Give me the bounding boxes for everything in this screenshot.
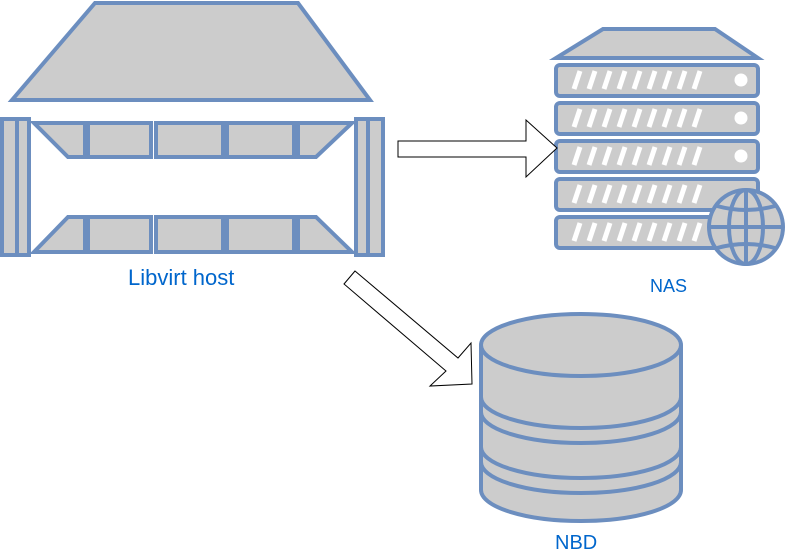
- globe-icon: [707, 188, 785, 266]
- db-top: [479, 312, 683, 378]
- host-right-post: [366, 117, 385, 257]
- nas-top-cap: [548, 27, 765, 60]
- nas-server-icon: [548, 27, 785, 266]
- arrow-libvirt-to-nas: [397, 118, 558, 179]
- db-band-2: [479, 411, 683, 445]
- nas-unit-1: [554, 63, 760, 98]
- host-top-bay-2: [154, 121, 225, 159]
- host-top-bay-right: [296, 121, 358, 159]
- host-bottom-bay-right: [296, 215, 357, 254]
- host-bottom-bay-3: [225, 215, 296, 254]
- db-band-3: [479, 446, 683, 480]
- host-bottom-bay-1: [86, 215, 153, 254]
- host-left-inner-post: [15, 117, 31, 257]
- db-band-1: [479, 396, 683, 430]
- db-body: [479, 345, 683, 523]
- libvirt-host-icon: [0, 0, 385, 257]
- arrow-libvirt-to-nbd: [343, 270, 473, 387]
- host-bottom-bay-left: [29, 215, 87, 254]
- host-top-bay-left: [29, 121, 87, 159]
- host-roof: [7, 0, 374, 102]
- db-band-4: [479, 461, 683, 495]
- nbd-label: NBD: [555, 532, 598, 554]
- host-top-bay-3: [225, 121, 296, 159]
- nas-unit-3: [554, 139, 760, 174]
- host-bottom-bay-2: [154, 215, 225, 254]
- libvirt-host-label: Libvirt host: [128, 265, 235, 290]
- nbd-database-icon: [479, 312, 683, 523]
- host-top-bay-1: [86, 121, 153, 159]
- nas-label: NAS: [650, 276, 688, 296]
- nas-unit-2: [554, 101, 760, 136]
